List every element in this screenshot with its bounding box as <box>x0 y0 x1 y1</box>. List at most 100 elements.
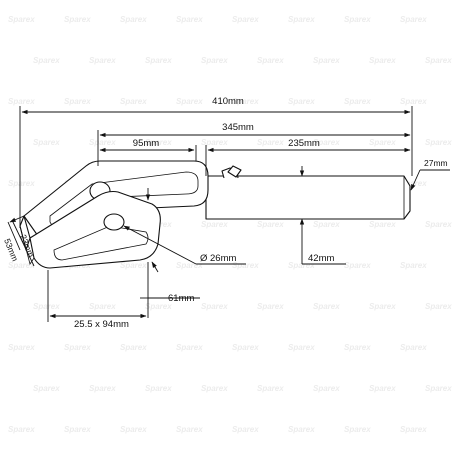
watermark-text: Sparex <box>288 343 315 352</box>
watermark-text: Sparex <box>425 56 452 65</box>
watermark-text: Sparex <box>257 220 284 229</box>
label-26: Ø 26mm <box>200 253 237 264</box>
jaw-side-lower-edge <box>19 225 35 265</box>
watermark-text: Sparex <box>257 302 284 311</box>
watermark-text: Sparex <box>33 138 60 147</box>
watermark-text: Sparex <box>313 302 340 311</box>
watermark-text: Sparex <box>64 97 91 106</box>
watermark-text: Sparex <box>120 425 147 434</box>
watermark-text: Sparex <box>201 302 228 311</box>
watermark-text: Sparex <box>313 220 340 229</box>
watermark-text: Sparex <box>8 179 35 188</box>
watermark-text: Sparex <box>288 425 315 434</box>
watermark-text: Sparex <box>400 261 427 270</box>
top-link-part <box>19 160 411 269</box>
watermark-text: Sparex <box>344 15 371 24</box>
watermark-text: Sparex <box>232 261 259 270</box>
watermark-text: Sparex <box>64 425 91 434</box>
label-235: 235mm <box>288 138 320 149</box>
watermark-text: Sparex <box>201 138 228 147</box>
watermark-text: Sparex <box>369 138 396 147</box>
watermark-text: Sparex <box>425 384 452 393</box>
watermark-text: Sparex <box>64 343 91 352</box>
lower-slot <box>53 225 149 261</box>
watermark-text: Sparex <box>33 56 60 65</box>
watermark-text: Sparex <box>425 220 452 229</box>
watermark-text: Sparex <box>89 56 116 65</box>
watermark-text: Sparex <box>313 56 340 65</box>
watermark-text: Sparex <box>145 56 172 65</box>
watermark-text: Sparex <box>232 97 259 106</box>
ext-line-side-b <box>11 219 35 267</box>
watermark-text: Sparex <box>369 302 396 311</box>
watermark-text: Sparex <box>89 302 116 311</box>
label-27: 27mm <box>424 158 448 168</box>
shank <box>205 175 411 220</box>
watermark-text: Sparex <box>176 343 203 352</box>
watermark-text: Sparex <box>400 343 427 352</box>
watermark-text: Sparex <box>257 384 284 393</box>
lower-pin-hole <box>103 213 125 231</box>
label-95: 95mm <box>133 138 159 149</box>
leader-27 <box>410 169 421 191</box>
watermark-text: Sparex <box>288 15 315 24</box>
watermark-text: Sparex <box>176 97 203 106</box>
watermark-text: Sparex <box>344 97 371 106</box>
watermark-text: Sparex <box>89 384 116 393</box>
watermark-text: Sparex <box>120 261 147 270</box>
watermark-text: Sparex <box>145 384 172 393</box>
label-53: 53mm <box>2 237 20 263</box>
watermark-text: Sparex <box>425 302 452 311</box>
watermark-text: Sparex <box>8 425 35 434</box>
watermark-text: Sparex <box>369 384 396 393</box>
watermark-text: Sparex <box>201 384 228 393</box>
watermark-text: Sparex <box>176 425 203 434</box>
ext-line-side-a <box>7 221 21 251</box>
dim-arrow-side <box>9 215 25 223</box>
watermark-text: Sparex <box>33 384 60 393</box>
watermark-text: Sparex <box>8 15 35 24</box>
label-slot: 25.5 x 94mm <box>74 319 129 330</box>
watermark-text: Sparex <box>8 97 35 106</box>
watermark-text: Sparex <box>176 15 203 24</box>
watermark-text: Sparex <box>120 15 147 24</box>
watermark-text: Sparex <box>145 138 172 147</box>
watermark-text: Sparex <box>344 425 371 434</box>
watermark-text: Sparex <box>313 384 340 393</box>
label-61: 61mm <box>168 293 194 304</box>
watermark-text: Sparex <box>89 138 116 147</box>
watermark-text: Sparex <box>344 343 371 352</box>
watermark-text: Sparex <box>201 56 228 65</box>
watermark-text: Sparex <box>425 138 452 147</box>
watermark-text: Sparex <box>288 97 315 106</box>
watermark-text: Sparex <box>232 343 259 352</box>
leader-26 <box>123 225 197 265</box>
watermark-text: Sparex <box>120 97 147 106</box>
watermark-text: Sparex <box>400 97 427 106</box>
grease-nipple <box>221 165 242 179</box>
dimension-lines <box>7 106 450 322</box>
watermark-text: Sparex <box>257 56 284 65</box>
watermark-text: Sparex <box>64 15 91 24</box>
watermark-text: Sparex <box>232 425 259 434</box>
watermark-text: Sparex <box>369 220 396 229</box>
watermark-text: Sparex <box>120 343 147 352</box>
watermark-text: Sparex <box>400 425 427 434</box>
lower-jaw-plate <box>29 190 161 269</box>
watermark-text: Sparex <box>145 302 172 311</box>
watermark-text: Sparex <box>400 15 427 24</box>
watermark-text: Sparex <box>8 261 35 270</box>
watermark-text: Sparex <box>257 138 284 147</box>
watermark-text: Sparex <box>201 220 228 229</box>
watermark-text: Sparex <box>369 56 396 65</box>
label-42: 42mm <box>308 253 334 264</box>
watermark-text: Sparex <box>232 15 259 24</box>
label-345: 345mm <box>222 122 254 133</box>
watermark-text: Sparex <box>288 261 315 270</box>
watermark-text: Sparex <box>344 261 371 270</box>
dimension-labels: 410mm 345mm 95mm 235mm 27mm Ø 26mm 42mm … <box>2 96 447 330</box>
watermark-text: Sparex <box>8 343 35 352</box>
watermark-text: Sparex <box>313 138 340 147</box>
